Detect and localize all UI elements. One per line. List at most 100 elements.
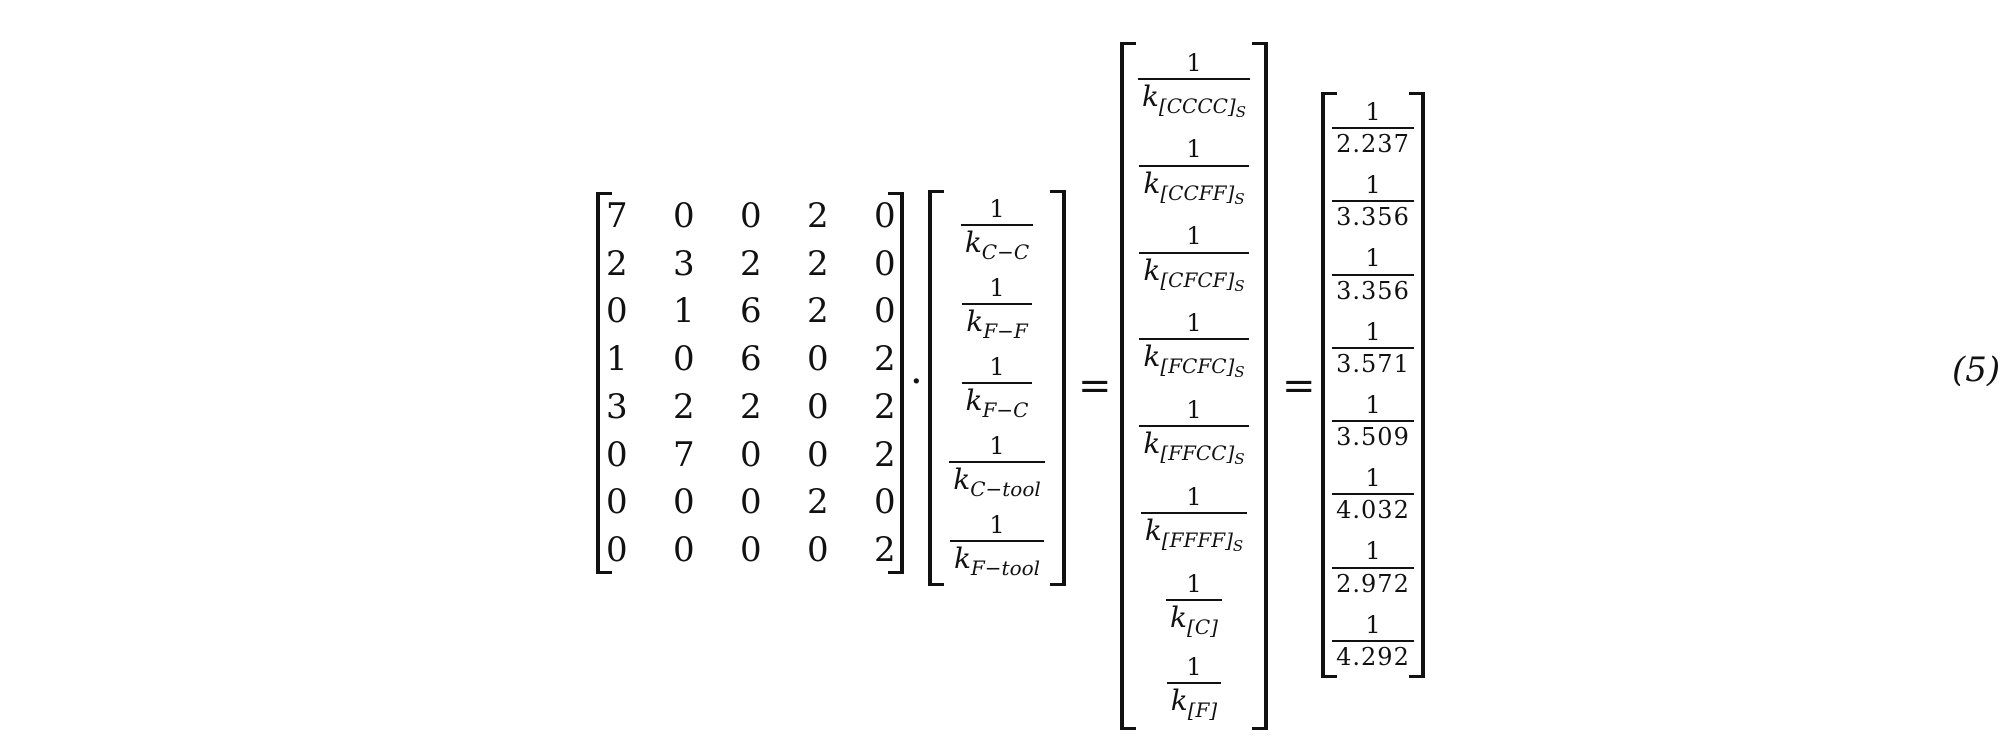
matrix-cell: 6 — [740, 291, 762, 332]
numerator: 1 — [1365, 317, 1381, 346]
matrix-cell: 2 — [874, 339, 896, 380]
denominator: kF−C — [962, 384, 1033, 423]
stiffness-subscript: [CCCC]S — [1158, 93, 1246, 120]
matrix-cell: 7 — [606, 195, 628, 236]
numerator: 1 — [989, 432, 1005, 461]
stiffness-symbol: k — [1143, 253, 1161, 287]
fraction-bar — [1332, 493, 1414, 496]
stiffness-symbol: k — [1143, 340, 1161, 374]
denominator: k[CCFF]S — [1139, 168, 1248, 208]
subscript-text: [F] — [1187, 698, 1218, 723]
denominator-value: 3.571 — [1336, 349, 1410, 378]
subscript-text: C−tool — [970, 477, 1041, 502]
matrix-cell: 0 — [874, 243, 896, 284]
fraction: 1 3.509 — [1332, 390, 1414, 452]
numerator: 1 — [1186, 309, 1202, 338]
subscript-text: F−tool — [970, 556, 1041, 581]
equation-number: (5) — [1952, 350, 2001, 390]
matrix-cell: 0 — [807, 530, 829, 571]
symmetric-subscript: S — [1234, 450, 1245, 469]
matrix-cell: 2 — [606, 243, 628, 284]
matrix-cell: 0 — [874, 482, 896, 523]
subscript-text: F−F — [983, 318, 1028, 343]
denominator-value: 3.509 — [1336, 423, 1410, 452]
fraction-bar — [1332, 273, 1414, 276]
fraction-bar — [1332, 566, 1414, 569]
fraction-bar — [960, 223, 1034, 226]
symmetric-subscript: S — [1234, 189, 1245, 208]
matrix-cell: 0 — [740, 530, 762, 571]
fraction-bar — [949, 461, 1045, 464]
denominator: k[FCFC]S — [1139, 342, 1248, 381]
stiffness-symbol: k — [965, 384, 983, 418]
stiffness-symbol: k — [953, 542, 971, 576]
matrix-cell: 2 — [807, 291, 829, 332]
stiffness-subscript: [F] — [1188, 698, 1217, 722]
fraction-bar — [1332, 127, 1414, 130]
numerator: 1 — [1186, 396, 1202, 425]
denominator: kF−F — [962, 304, 1031, 343]
matrix-cell: 0 — [673, 195, 695, 236]
denominator-value: 3.356 — [1336, 276, 1410, 305]
fraction-bar — [1166, 682, 1222, 685]
matrix-cell: 2 — [874, 530, 896, 571]
fraction-bar — [1139, 164, 1249, 167]
numerator: 1 — [1365, 97, 1381, 126]
numerator: 1 — [1186, 653, 1202, 682]
fraction-bar — [1332, 420, 1414, 423]
numerator: 1 — [1365, 171, 1381, 200]
stiffness-symbol: k — [1170, 601, 1188, 635]
matrix-cell: 0 — [606, 482, 628, 523]
denominator: k[CCCC]S — [1138, 79, 1250, 121]
denominator-value: 3.356 — [1336, 203, 1410, 232]
subscript-text: [FFFF] — [1161, 528, 1233, 553]
denominator: k[FFFF]S — [1141, 514, 1247, 556]
symmetric-subscript: S — [1232, 537, 1244, 556]
stiffness-symbol: k — [1141, 79, 1159, 113]
fraction: 1 3.356 — [1332, 171, 1414, 232]
stiffness-subscript: [FFCC]S — [1160, 441, 1245, 469]
matrix-cell: 2 — [807, 195, 829, 236]
stiffness-subscript: [C] — [1187, 615, 1218, 639]
numerator: 1 — [1186, 569, 1202, 598]
denominator-value: 4.032 — [1336, 496, 1410, 525]
fraction: 1 3.571 — [1332, 317, 1414, 378]
fraction: 1 k[C] — [1166, 569, 1222, 639]
denominator-value: 2.237 — [1336, 130, 1410, 159]
stiffness-subscript: [CFCF]S — [1160, 268, 1244, 294]
subscript-text: [FCFC] — [1160, 354, 1235, 379]
numerator: 1 — [989, 194, 1005, 223]
fraction-bar — [1332, 639, 1414, 642]
denominator: k[C] — [1166, 601, 1222, 639]
stiffness-symbol: k — [1170, 684, 1188, 718]
stiffness-symbol: k — [964, 225, 982, 259]
numerator: 1 — [1365, 390, 1381, 419]
subscript-text: [FFCC] — [1160, 441, 1235, 466]
fraction-bar — [1332, 200, 1414, 203]
matrix-cell: 6 — [740, 339, 762, 380]
matrix-cell: 0 — [807, 434, 829, 475]
subscript-text: F−C — [982, 398, 1029, 423]
matrix-cell: 3 — [606, 386, 628, 427]
stiffness-symbol: k — [1144, 514, 1162, 548]
fraction-bar — [1139, 251, 1249, 254]
stiffness-symbol: k — [966, 304, 984, 338]
stiffness-subscript: F−tool — [971, 556, 1040, 580]
subscript-text: [CCCC] — [1158, 93, 1236, 118]
